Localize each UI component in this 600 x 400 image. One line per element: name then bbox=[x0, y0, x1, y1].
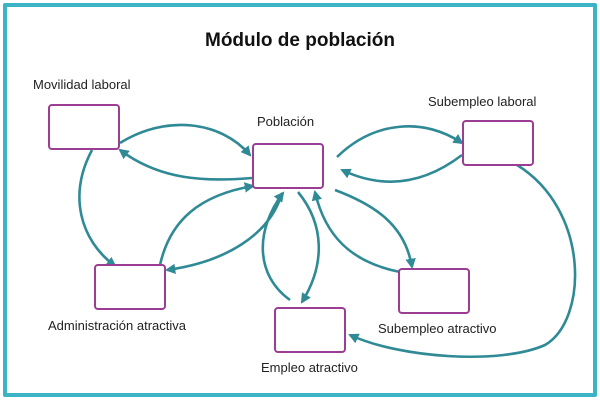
label-subempleo-atractivo: Subempleo atractivo bbox=[378, 321, 497, 336]
label-administracion-atractiva: Administración atractiva bbox=[48, 318, 186, 333]
node-subempleo-laboral bbox=[462, 120, 534, 166]
arrow-empleo-to-poblacion bbox=[261, 191, 291, 302]
label-poblacion: Población bbox=[257, 114, 315, 129]
arrow-poblacion-to-subempleo-laboral bbox=[336, 125, 464, 158]
arrow-poblacion-to-subempleo-atractivo bbox=[334, 188, 416, 270]
arrow-subempleo-laboral-to-empleo bbox=[348, 163, 577, 359]
label-subempleo-laboral: Subempleo laboral bbox=[428, 94, 537, 109]
label-empleo-atractivo: Empleo atractivo bbox=[261, 360, 358, 375]
node-empleo-atractivo bbox=[274, 307, 346, 353]
arrow-poblacion-to-empleo bbox=[296, 191, 321, 304]
arrow-subempleo-laboral-to-poblacion bbox=[340, 153, 463, 184]
arrow-poblacion-to-administracion bbox=[164, 192, 284, 275]
arrow-subempleo-atractivo-to-poblacion bbox=[311, 189, 401, 274]
node-subempleo-atractivo bbox=[398, 268, 470, 314]
node-movilidad-laboral bbox=[48, 104, 120, 150]
arrow-administracion-to-poblacion bbox=[158, 182, 256, 266]
arrow-movilidad-to-poblacion bbox=[119, 123, 252, 157]
label-movilidad-laboral: Movilidad laboral bbox=[33, 77, 131, 92]
node-poblacion bbox=[252, 143, 324, 189]
arrow-movilidad-to-administracion bbox=[78, 149, 117, 268]
arrow-poblacion-to-movilidad bbox=[118, 148, 253, 181]
diagram-title: Módulo de población bbox=[205, 30, 395, 51]
node-administracion-atractiva bbox=[94, 264, 166, 310]
